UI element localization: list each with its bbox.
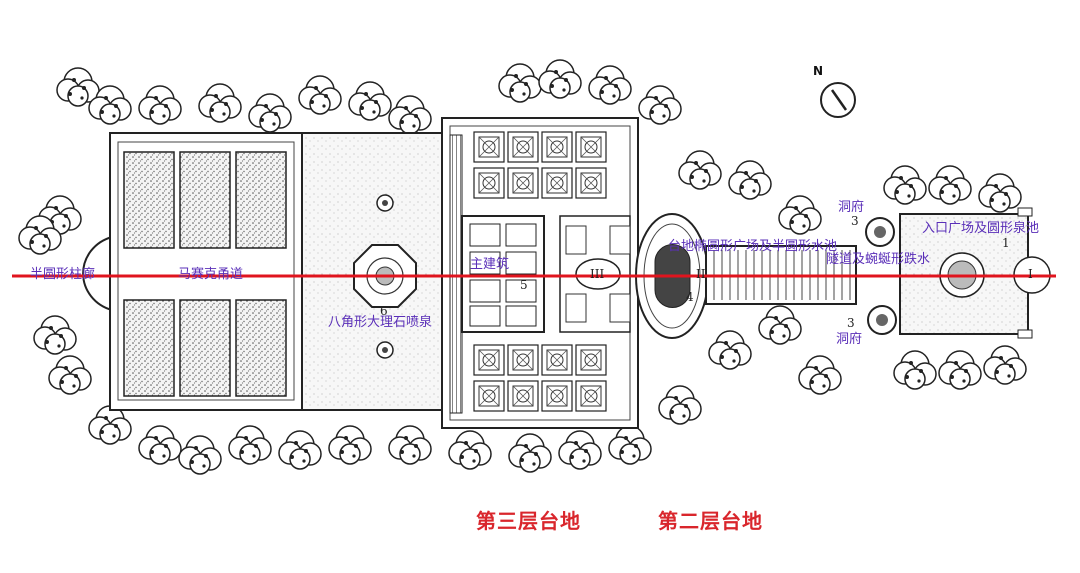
num-5: 5 <box>520 278 528 292</box>
num-1: 1 <box>1002 236 1010 250</box>
label-semicircle-colonnade: 半圆形柱廊 <box>30 267 96 282</box>
terrace-label-third: 第三层台地 <box>476 509 581 533</box>
grotto-bottom-shape <box>867 305 897 335</box>
label-serpentine-cascade: 隧道及蜿蜒形跌水 <box>826 252 931 267</box>
label-ellipse-plaza: 台地椭圆形广场及半圆形水池 <box>668 239 838 254</box>
num-roman-1: I <box>1028 267 1033 281</box>
num-roman-3: III <box>590 267 605 281</box>
num-3a: 3 <box>851 214 859 228</box>
label-horse-track: 马赛克甬道 <box>178 267 244 282</box>
num-3b: 3 <box>847 316 855 330</box>
num-4: 4 <box>686 290 694 304</box>
label-main-building: 主建筑 <box>470 257 510 272</box>
north-label: N <box>813 64 824 78</box>
label-octagon-fountain: 八角形大理石喷泉 <box>328 315 433 330</box>
north-arrow <box>820 82 856 118</box>
num-roman-2: II <box>696 267 706 281</box>
plots <box>123 151 287 397</box>
label-grotto-top: 洞府 <box>838 200 865 215</box>
terrace-label-second: 第二层台地 <box>658 509 763 533</box>
grotto-top-shape <box>865 217 895 247</box>
label-grotto-bottom: 洞府 <box>836 332 863 347</box>
label-entrance-plaza: 入口广场及圆形泉池 <box>922 221 1040 236</box>
num-6: 6 <box>380 304 388 318</box>
